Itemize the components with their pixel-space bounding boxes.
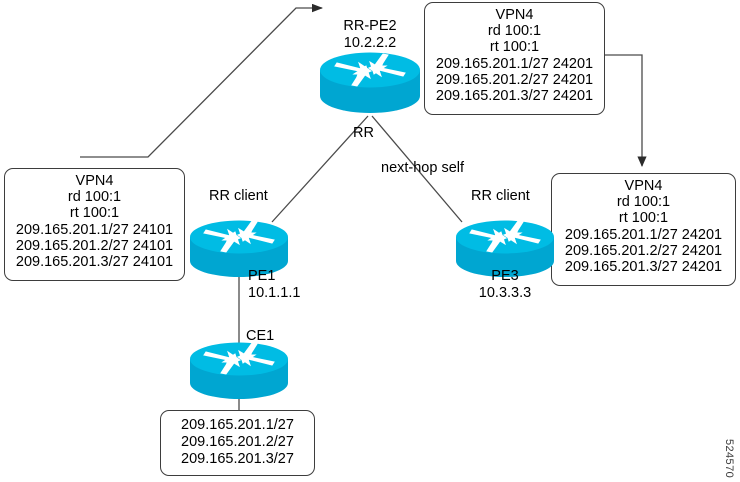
router-rr-pe2[interactable]	[317, 50, 423, 116]
pe1-role-label: RR client	[209, 188, 268, 204]
vpn4-right-route-3: 209.165.201.3/27 24201	[564, 259, 723, 276]
vpn4-top-route-3: 209.165.201.3/27 24201	[435, 88, 594, 105]
vpn4-right-title: VPN4	[624, 178, 663, 194]
vpn4-top-route-2: 209.165.201.2/27 24201	[435, 71, 594, 88]
router-ce1[interactable]	[187, 340, 291, 402]
connector-rrpe2-to-pe1	[271, 115, 369, 223]
vpn4-left-route-2: 209.165.201.2/27 24101	[15, 237, 174, 254]
router-icon	[190, 220, 288, 277]
connector-top-vpn4-to-right-vpn4	[604, 54, 647, 167]
router-icon	[190, 342, 288, 399]
vpn4-top-rt: rt 100:1	[489, 39, 540, 56]
router-icon	[320, 52, 420, 113]
vpn4-left-route-1: 209.165.201.1/27 24101	[15, 221, 174, 238]
vpn4-left-rt: rt 100:1	[69, 205, 120, 222]
ce1-prefix-3: 209.165.201.3/27	[181, 451, 294, 468]
pe3-address: 10.3.3.3	[478, 285, 532, 302]
router-pe3[interactable]	[453, 218, 557, 280]
vpn4-left-route-3: 209.165.201.3/27 24101	[15, 254, 174, 271]
connector-rrpe2-to-pe3	[371, 115, 463, 223]
vpn4-top-title: VPN4	[495, 7, 534, 23]
vpn4-left-rd: rd 100:1	[67, 189, 122, 206]
figure-id: 524570	[723, 438, 735, 478]
pe3-label-group: PE3 10.3.3.3	[479, 268, 531, 302]
vpn4-right-route-2: 209.165.201.2/27 24201	[564, 242, 723, 259]
ce1-prefix-1: 209.165.201.1/27	[181, 417, 294, 433]
connector-left-vpn4-to-rrpe2	[80, 3, 323, 158]
router-icon	[456, 220, 554, 277]
ce1-prefix-box: 209.165.201.1/27 209.165.201.2/27 209.16…	[160, 410, 315, 476]
rr-pe2-name: RR-PE2	[343, 18, 397, 34]
vpn4-top-rd: rd 100:1	[487, 23, 542, 40]
pe1-label-group: PE1 10.1.1.1	[248, 268, 300, 302]
link-label-rr: RR	[353, 125, 374, 141]
vpn4-right-rt: rt 100:1	[618, 210, 669, 227]
pe3-name: PE3	[491, 268, 519, 284]
vpn4-left-title: VPN4	[75, 173, 114, 189]
rr-pe2-address: 10.2.2.2	[343, 35, 397, 52]
ce1-name: CE1	[246, 328, 275, 344]
pe1-address: 10.1.1.1	[248, 285, 301, 302]
vpn4-box-left: VPN4 rd 100:1 rt 100:1 209.165.201.1/27 …	[4, 168, 185, 281]
link-label-next-hop-self: next-hop self	[381, 160, 465, 176]
vpn4-right-route-1: 209.165.201.1/27 24201	[564, 226, 723, 243]
vpn4-right-rd: rd 100:1	[616, 194, 671, 211]
vpn4-box-right: VPN4 rd 100:1 rt 100:1 209.165.201.1/27 …	[551, 173, 736, 286]
rr-pe2-label-group: RR-PE2 10.2.2.2	[343, 18, 396, 52]
vpn4-top-route-1: 209.165.201.1/27 24201	[435, 55, 594, 72]
pe3-role-label: RR client	[471, 188, 530, 204]
pe1-name: PE1	[248, 268, 276, 284]
vpn4-box-top: VPN4 rd 100:1 rt 100:1 209.165.201.1/27 …	[424, 2, 605, 115]
router-pe1[interactable]	[187, 218, 291, 280]
ce1-prefix-2: 209.165.201.2/27	[181, 434, 294, 451]
